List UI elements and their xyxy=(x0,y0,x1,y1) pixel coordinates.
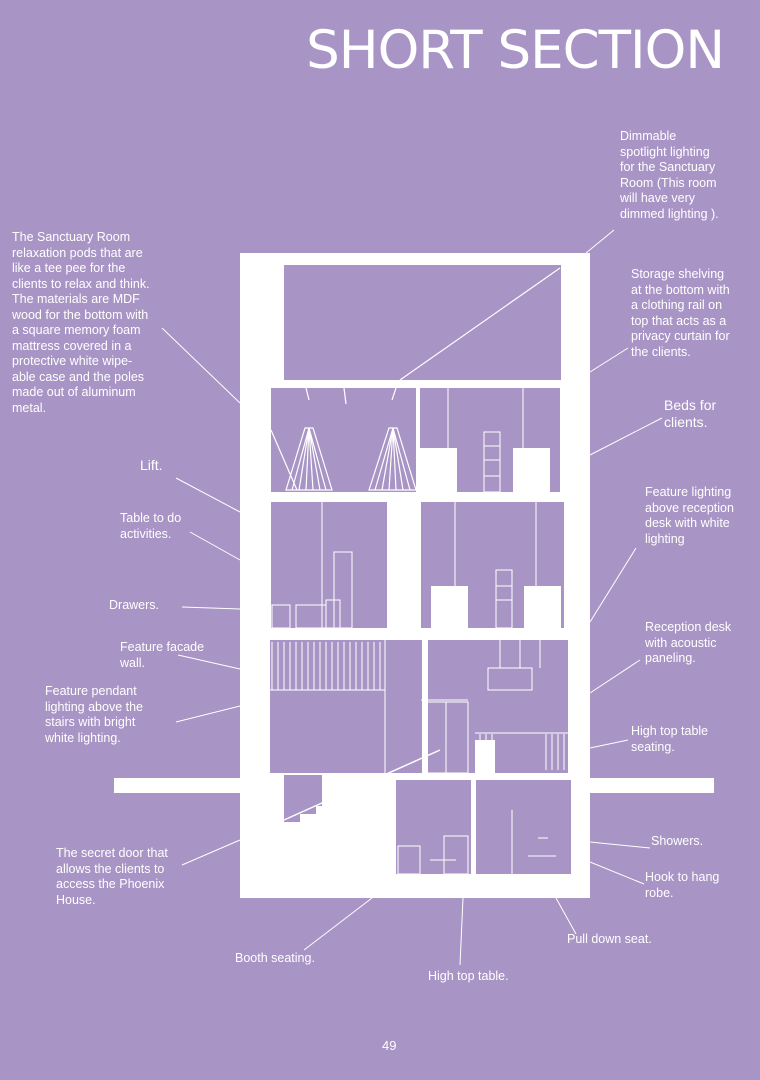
annotation-sanctuary-pods: The Sanctuary Room relaxation pods that … xyxy=(12,230,150,415)
annotation-feature-pendant: Feature pendant lighting above the stair… xyxy=(45,684,143,745)
annotation-high-top-table: High top table. xyxy=(428,969,509,983)
roof-void xyxy=(284,265,561,380)
annotation-feature-lighting-reception: Feature lighting above reception desk wi… xyxy=(645,485,734,546)
annotation-lift: Lift. xyxy=(140,457,163,473)
annotation-dimmable-spotlight: Dimmable spotlight lighting for the Sanc… xyxy=(620,129,719,221)
booth-room xyxy=(396,780,471,874)
shower-room xyxy=(476,780,571,874)
page-title: SHORT SECTION xyxy=(306,20,725,81)
annotation-showers: Showers. xyxy=(651,834,704,848)
annotation-beds: Beds for clients. xyxy=(664,397,717,430)
annotation-table-activities: Table to do activities. xyxy=(120,511,182,541)
sanctuary-room xyxy=(271,388,416,492)
annotation-pull-down-seat: Pull down seat. xyxy=(567,932,652,946)
reception-room xyxy=(428,640,568,773)
stair-hall xyxy=(270,640,422,773)
annotation-reception-desk: Reception desk with acoustic paneling. xyxy=(645,620,732,665)
annotation-secret-door: The secret door that allows the clients … xyxy=(56,846,168,907)
activity-room xyxy=(271,502,387,628)
annotation-high-top-seating: High top table seating. xyxy=(631,724,709,754)
annotation-feature-facade: Feature facade wall. xyxy=(120,640,205,670)
annotation-booth-seating: Booth seating. xyxy=(235,951,315,965)
annotation-drawers: Drawers. xyxy=(109,598,160,612)
page-number: 49 xyxy=(382,1038,397,1053)
annotation-storage-shelving: Storage shelving at the bottom with a cl… xyxy=(631,267,730,359)
annotation-hook-robe: Hook to hang robe. xyxy=(645,870,720,900)
